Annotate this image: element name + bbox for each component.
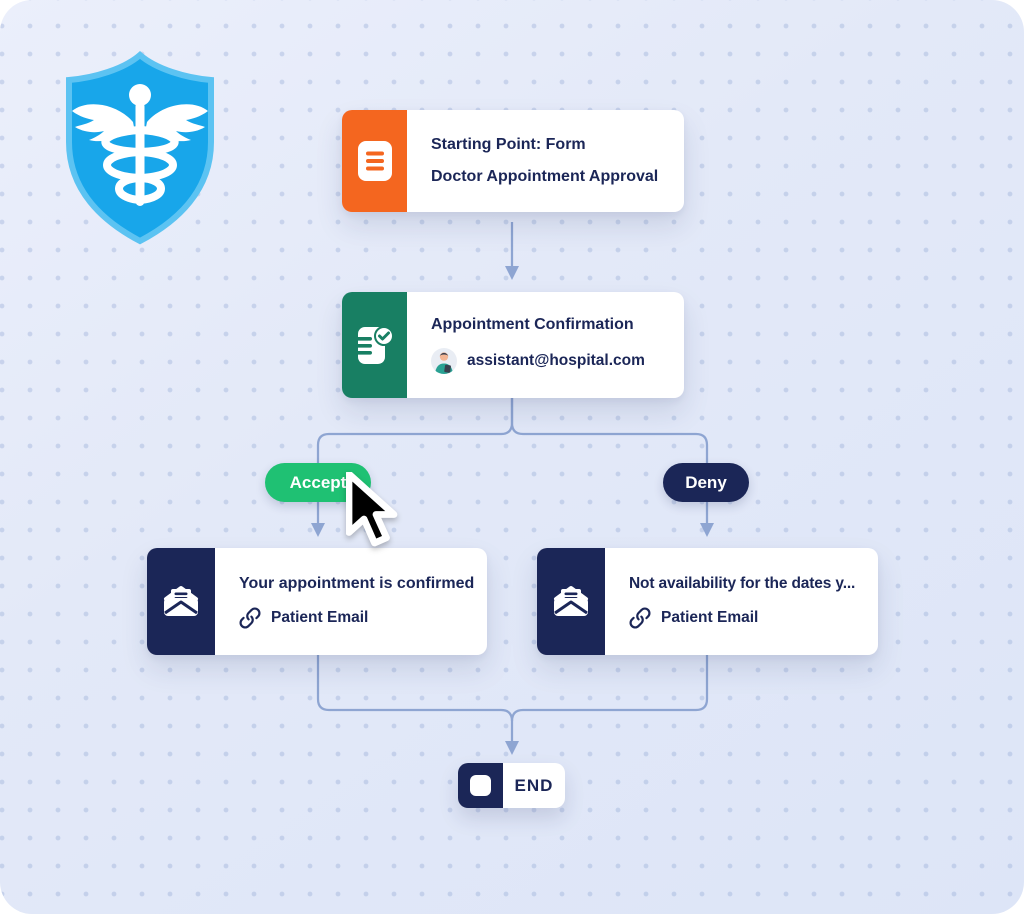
start-node-form-name: Doctor Appointment Approval	[431, 168, 659, 185]
medical-shield-logo	[66, 51, 214, 245]
node-end[interactable]: END	[458, 763, 565, 808]
email-icon	[554, 585, 588, 616]
deny-email-icon-panel	[537, 548, 605, 655]
node-appointment-confirmation[interactable]: Appointment Confirmation assistant@hospi…	[342, 292, 684, 398]
arrowhead-accept	[311, 523, 325, 537]
branch-deny-pill[interactable]: Deny	[663, 463, 749, 502]
node-accept-email[interactable]: Your appointment is confirmed Patient Em…	[147, 548, 487, 655]
arrowhead-to-confirmation	[505, 266, 519, 280]
link-icon	[239, 607, 261, 628]
mouse-cursor	[346, 472, 398, 547]
assistant-avatar	[431, 348, 457, 374]
deny-email-title: Not availability for the dates y...	[629, 574, 856, 592]
accept-email-icon-panel	[147, 548, 215, 655]
end-stop-icon	[470, 775, 491, 796]
node-deny-email[interactable]: Not availability for the dates y... Pati…	[537, 548, 878, 655]
deny-label: Deny	[685, 472, 727, 492]
email-icon	[164, 585, 198, 616]
node-starting-point[interactable]: Starting Point: Form Doctor Appointment …	[342, 110, 684, 212]
assignee-email: assistant@hospital.com	[467, 352, 645, 369]
form-icon	[357, 141, 392, 181]
form-icon-panel	[342, 110, 407, 212]
accept-email-channel: Patient Email	[271, 608, 369, 626]
link-icon	[629, 607, 651, 628]
document-check-icon	[354, 326, 394, 364]
caduceus-icon	[72, 84, 208, 206]
end-icon-panel	[458, 763, 503, 808]
connector-merge-left	[316, 655, 514, 741]
arrowhead-to-end	[505, 741, 519, 755]
deny-email-channel: Patient Email	[661, 608, 759, 626]
start-node-title: Starting Point: Form	[431, 136, 586, 153]
arrowhead-deny	[700, 523, 714, 537]
approval-icon-panel	[342, 292, 407, 398]
end-label: END	[514, 775, 554, 795]
accept-label: Accept	[289, 472, 347, 492]
accept-email-title: Your appointment is confirmed	[239, 574, 475, 592]
connector-branch-deny	[510, 398, 709, 523]
connector-merge-right	[510, 655, 709, 722]
confirmation-node-title: Appointment Confirmation	[431, 316, 634, 333]
